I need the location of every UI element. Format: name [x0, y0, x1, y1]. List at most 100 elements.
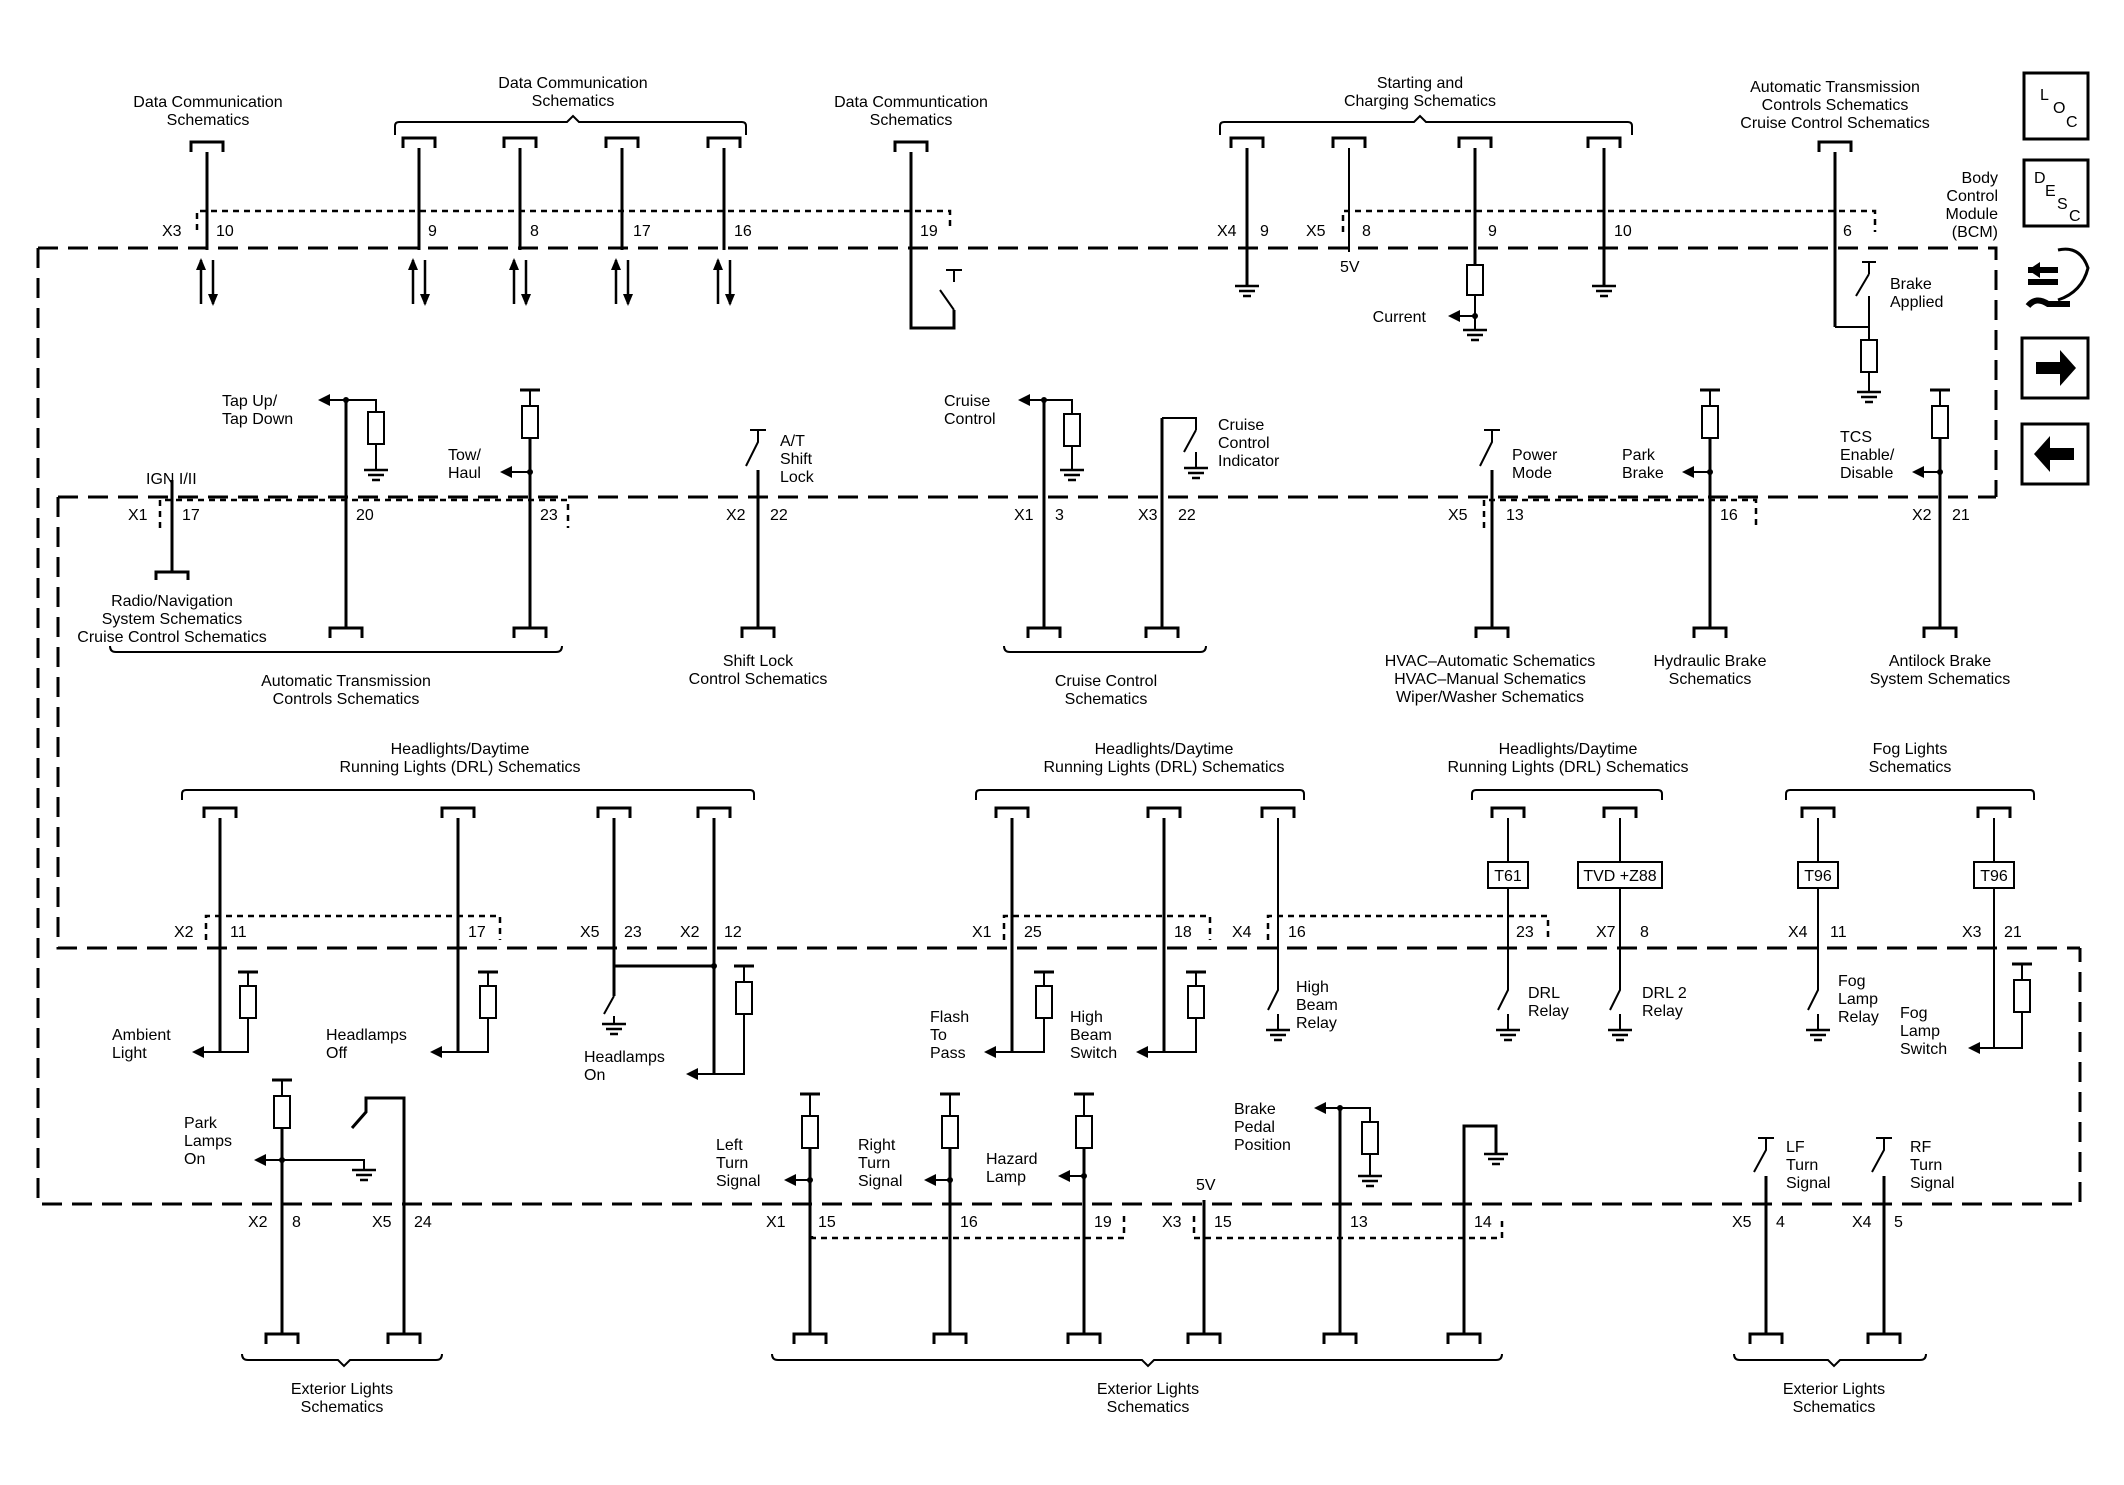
svg-text:System Schematics: System Schematics	[1870, 671, 2010, 688]
svg-text:20: 20	[356, 507, 374, 524]
svg-text:Indicator: Indicator	[1218, 453, 1280, 470]
svg-text:23: 23	[1516, 924, 1534, 941]
svg-text:16: 16	[1720, 507, 1738, 524]
svg-text:Controls Schematics: Controls Schematics	[273, 691, 420, 708]
svg-text:Schematics: Schematics	[1869, 759, 1952, 776]
desc-icon[interactable]: D E S C	[2022, 158, 2090, 228]
svg-text:Brake: Brake	[1622, 465, 1664, 482]
bcm-label: Body Control Module (BCM)	[1946, 170, 1999, 241]
svg-text:Running Lights (DRL) Schematic: Running Lights (DRL) Schematics	[1448, 759, 1689, 776]
datacomm-b-label-2: Schematics	[532, 93, 615, 110]
svg-text:Automatic Transmission: Automatic Transmission	[261, 673, 431, 690]
tap-up-down-circuit: Tap Up/ Tap Down	[222, 393, 390, 628]
svg-text:Brake: Brake	[1234, 1101, 1276, 1118]
svg-text:9: 9	[1488, 223, 1497, 240]
svg-text:10: 10	[216, 223, 234, 240]
svg-text:X4: X4	[1788, 924, 1808, 941]
svg-text:X3: X3	[1962, 924, 1982, 941]
svg-text:Off: Off	[326, 1045, 348, 1062]
svg-text:3: 3	[1055, 507, 1064, 524]
svg-text:8: 8	[530, 223, 539, 240]
bottom-group-ext3: Exterior Lights Schematics	[1733, 1332, 1927, 1416]
next-page-icon[interactable]	[2020, 336, 2090, 400]
svg-text:13: 13	[1350, 1214, 1368, 1231]
svg-text:Headlights/Daytime: Headlights/Daytime	[1499, 741, 1638, 758]
svg-text:X2: X2	[174, 924, 194, 941]
svg-text:15: 15	[1214, 1214, 1232, 1231]
brake-pedal-position-circuit: 5V Brake Pedal Position	[1196, 1101, 1510, 1334]
svg-text:X4: X4	[1852, 1214, 1872, 1231]
auto-trans-label-1: Automatic Transmission	[1750, 79, 1920, 96]
svg-text:HVAC–Automatic Schematics: HVAC–Automatic Schematics	[1385, 653, 1595, 670]
svg-text:Relay: Relay	[1838, 1009, 1879, 1026]
svg-text:Exterior Lights: Exterior Lights	[1097, 1381, 1199, 1398]
row3-headers: Headlights/Daytime Running Lights (DRL) …	[181, 741, 2035, 800]
datacomm-c-label-1: Data Communtication	[834, 94, 988, 111]
svg-text:Antilock Brake: Antilock Brake	[1889, 653, 1991, 670]
svg-text:Relay: Relay	[1528, 1003, 1569, 1020]
svg-text:L: L	[2040, 87, 2049, 104]
power-mode-circuit: Power Mode HVAC–Automatic Schematics HVA…	[1385, 429, 1595, 706]
svg-text:High: High	[1296, 979, 1329, 996]
svg-text:Wiper/Washer Schematics: Wiper/Washer Schematics	[1396, 689, 1584, 706]
svg-text:16: 16	[1288, 924, 1306, 941]
svg-text:DRL: DRL	[1528, 985, 1560, 1002]
datacomm-arrows	[194, 210, 737, 308]
starting-label-2: Charging Schematics	[1344, 93, 1496, 110]
previous-page-icon[interactable]	[2020, 422, 2090, 486]
svg-text:9: 9	[1260, 223, 1269, 240]
top-group-starting: Starting and Charging Schematics	[1219, 75, 1633, 150]
svg-text:Shift Lock: Shift Lock	[723, 653, 794, 670]
svg-text:Schematics: Schematics	[1065, 691, 1148, 708]
svg-text:Cruise: Cruise	[1218, 417, 1264, 434]
tow-haul-circuit: Tow/ Haul	[448, 388, 542, 628]
option-boxes: T61 TVD +Z88 T96 T96	[1487, 818, 2015, 1048]
svg-text:Turn: Turn	[1786, 1157, 1818, 1174]
svg-text:Schematics: Schematics	[1793, 1399, 1876, 1416]
svg-text:Ambient: Ambient	[112, 1027, 171, 1044]
svg-text:Lamp: Lamp	[986, 1169, 1026, 1186]
svg-text:X1: X1	[972, 924, 992, 941]
svg-text:Switch: Switch	[1900, 1041, 1947, 1058]
park-brake-circuit: Park Brake Hydraulic Brake Schematics	[1622, 388, 1767, 688]
svg-text:Shift: Shift	[780, 451, 813, 468]
svg-text:Running Lights (DRL) Schematic: Running Lights (DRL) Schematics	[1044, 759, 1285, 776]
svg-text:Cruise Control Schematics: Cruise Control Schematics	[77, 629, 266, 646]
connector-tool-icon[interactable]	[2025, 247, 2090, 309]
datacomm-c-label-2: Schematics	[870, 112, 953, 129]
svg-text:Headlamps: Headlamps	[584, 1049, 665, 1066]
svg-text:Turn: Turn	[716, 1155, 748, 1172]
svg-text:Headlights/Daytime: Headlights/Daytime	[1095, 741, 1234, 758]
cruise-control-circuit: Cruise Control Cruise Control Indicator …	[944, 393, 1280, 708]
turn-signal-circuits: Left Turn Signal Right Turn Signal Hazar…	[716, 1092, 1096, 1334]
svg-text:X1: X1	[1014, 507, 1034, 524]
option-t96-b: T96	[1980, 868, 2008, 885]
svg-text:Signal: Signal	[1786, 1175, 1830, 1192]
svg-text:Hydraulic Brake: Hydraulic Brake	[1654, 653, 1767, 670]
svg-text:TCS: TCS	[1840, 429, 1872, 446]
svg-text:Park: Park	[1622, 447, 1656, 464]
svg-text:Light: Light	[112, 1045, 147, 1062]
svg-text:C: C	[2069, 208, 2081, 225]
svg-text:RF: RF	[1910, 1139, 1932, 1156]
svg-text:HVAC–Manual Schematics: HVAC–Manual Schematics	[1394, 671, 1586, 688]
svg-text:16: 16	[960, 1214, 978, 1231]
svg-text:Body: Body	[1962, 170, 1998, 187]
row2-connectors: X1 17 20 23 X2 22 X1 3 X3 22 X5 13 16 X2…	[128, 498, 1970, 528]
brake-applied-switch: Brake Applied	[1833, 152, 1943, 404]
svg-text:Control: Control	[1946, 188, 1998, 205]
svg-text:17: 17	[633, 223, 651, 240]
svg-text:Tow/: Tow/	[448, 447, 481, 464]
svg-text:Brake: Brake	[1890, 276, 1932, 293]
loc-icon[interactable]: L O C	[2022, 71, 2090, 141]
datacomm-b-label-1: Data Communication	[498, 75, 647, 92]
svg-text:X5: X5	[1306, 223, 1326, 240]
svg-text:X5: X5	[372, 1214, 392, 1231]
option-t96-a: T96	[1804, 868, 1832, 885]
ambient-light-circuit: Ambient Light	[112, 818, 260, 1062]
svg-text:A/T: A/T	[780, 433, 805, 450]
svg-text:Relay: Relay	[1642, 1003, 1683, 1020]
svg-text:Running Lights (DRL) Schematic: Running Lights (DRL) Schematics	[340, 759, 581, 776]
datacomm-a-label-1: Data Communication	[133, 94, 282, 111]
svg-text:Radio/Navigation: Radio/Navigation	[111, 593, 233, 610]
